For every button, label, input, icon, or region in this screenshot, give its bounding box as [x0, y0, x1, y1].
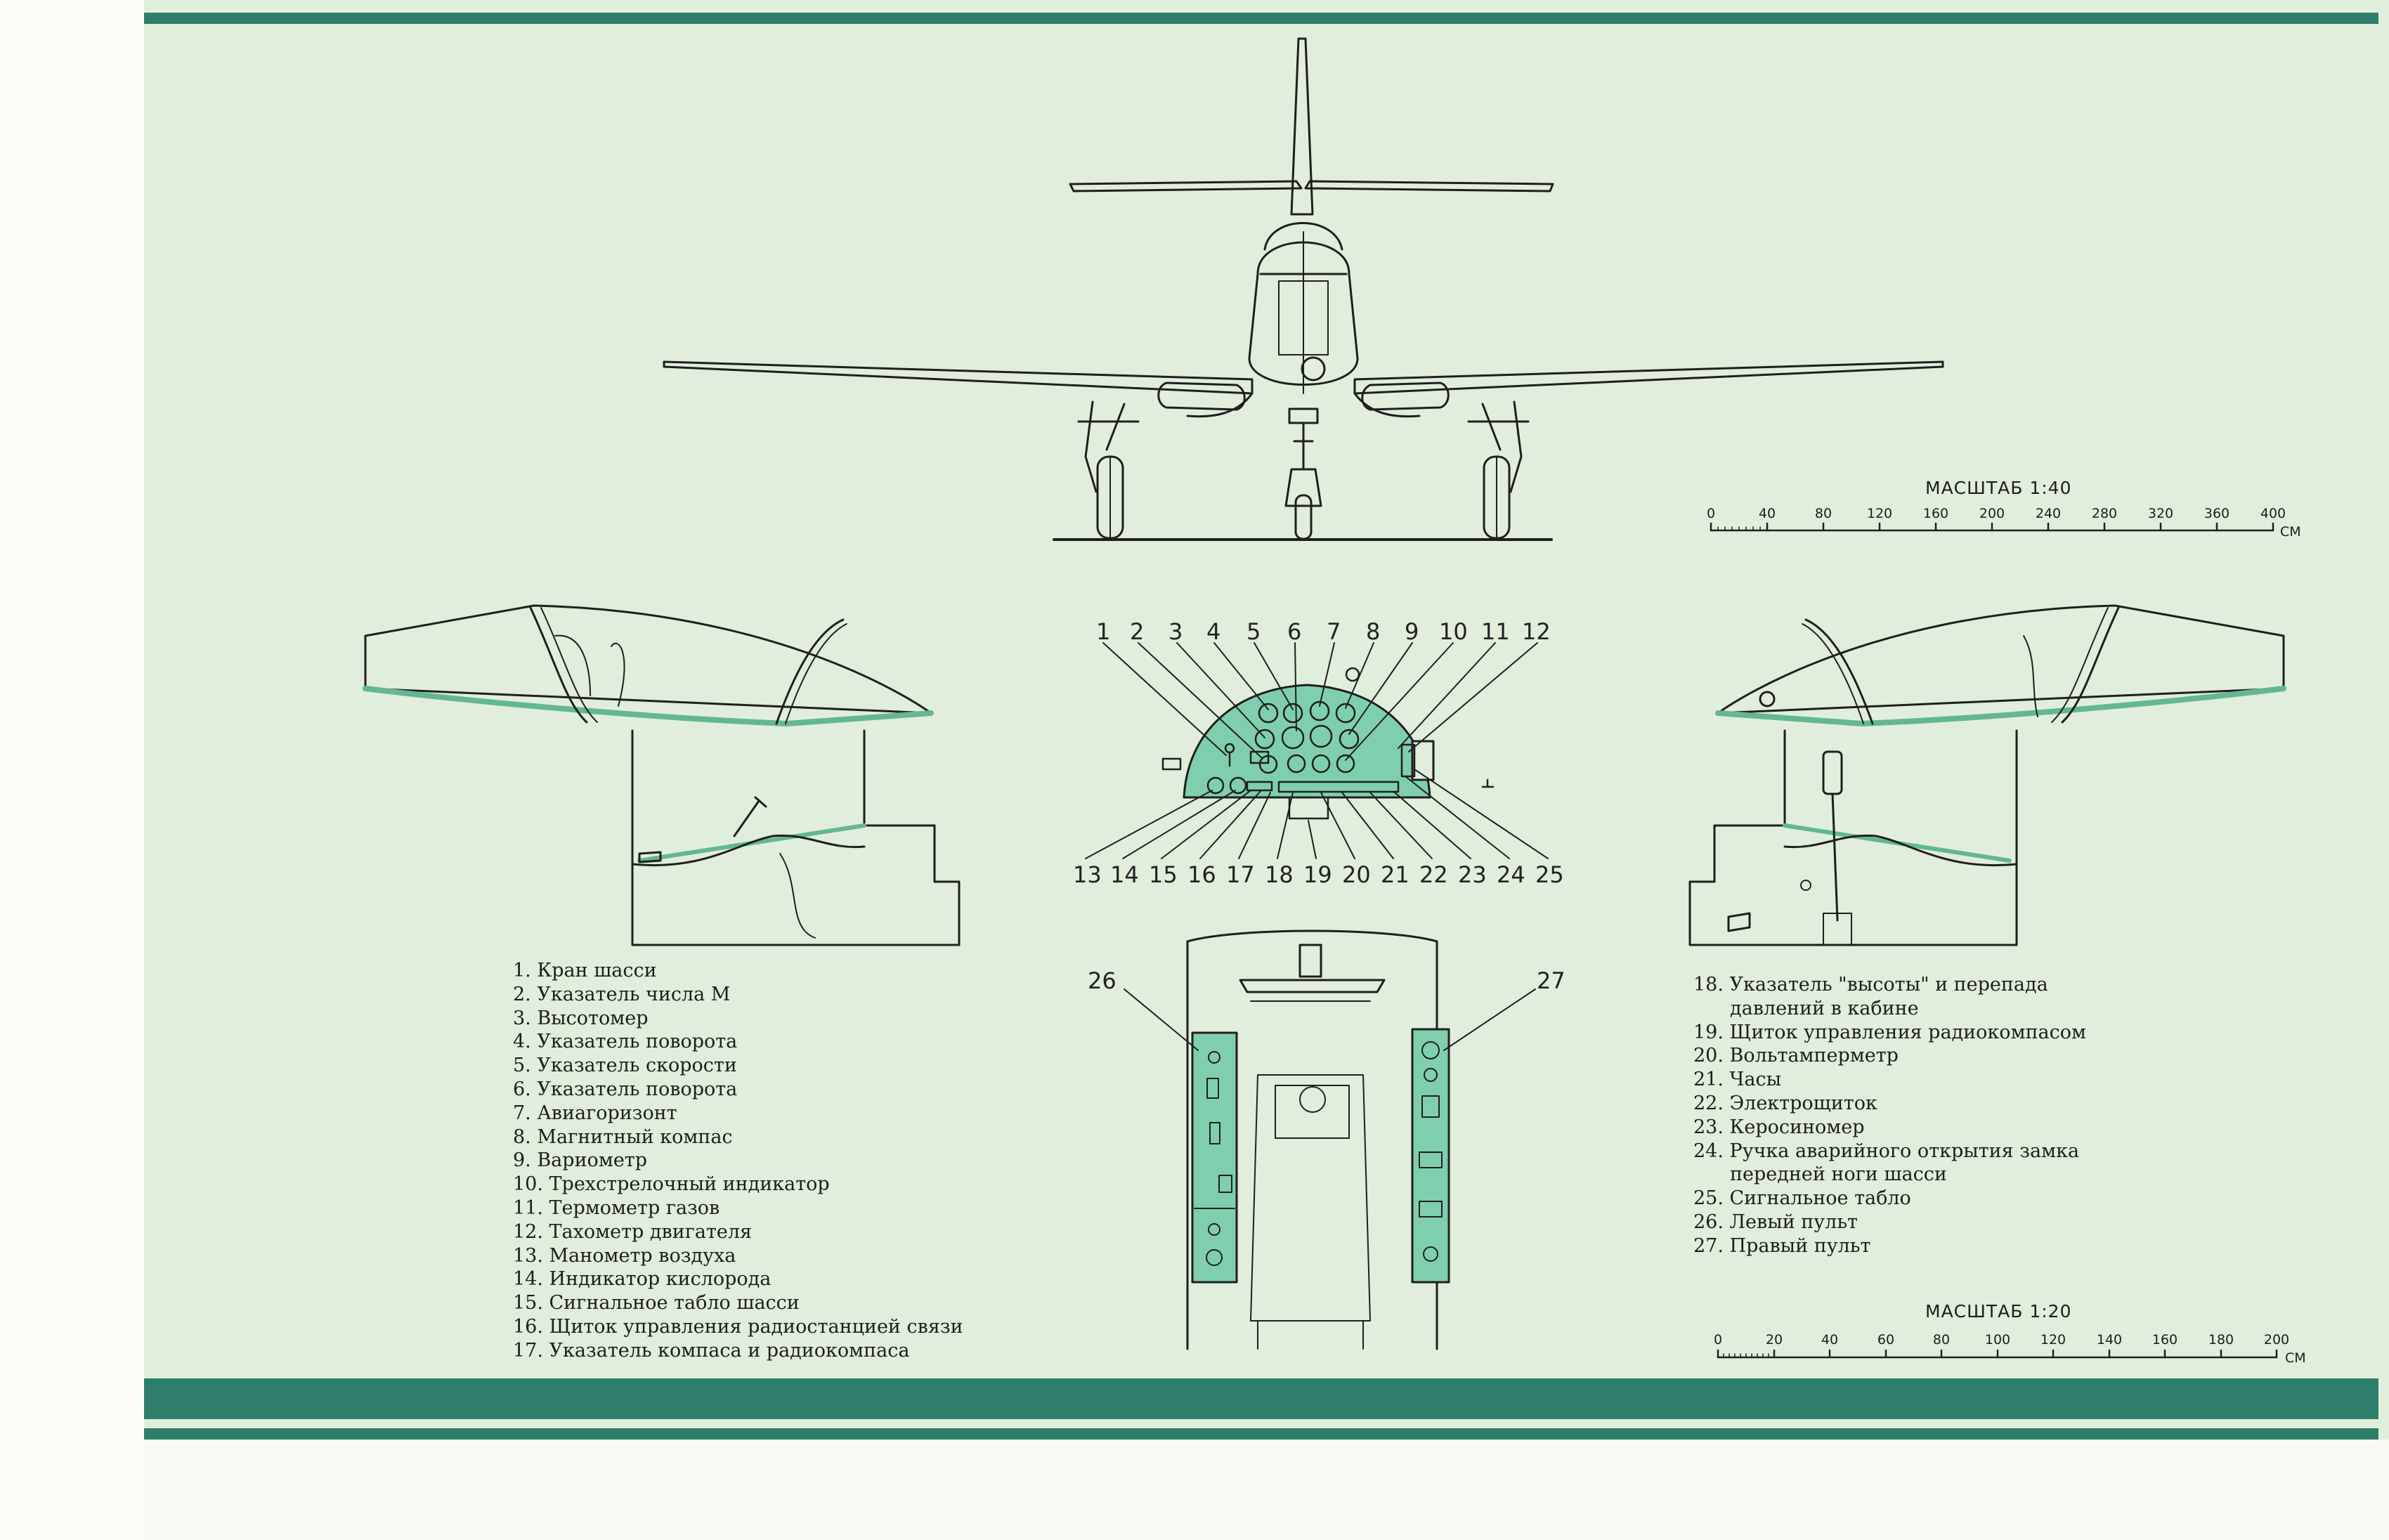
- legend-item: 20. Вольтамперметр: [1693, 1045, 1899, 1067]
- bottom-border-band: [144, 1378, 2378, 1419]
- legend-item: 10. Трехстрелочный индикатор: [513, 1173, 830, 1196]
- scale-unit-1-20: СМ: [2285, 1350, 2306, 1366]
- scale-tick-label: 180: [2208, 1332, 2234, 1348]
- callouts-top: 1 2 3 4 5 6 7 8 9 10 11 12: [1096, 618, 1551, 645]
- callout-10: 10: [1439, 618, 1468, 645]
- scale-title-1-20: МАСШТАБ 1:20: [1925, 1301, 2072, 1322]
- legend-item: 18. Указатель "высоты" и перепада: [1693, 974, 2048, 996]
- callout-7: 7: [1327, 618, 1341, 645]
- callout-22: 22: [1419, 861, 1448, 888]
- legend-item: 21. Часы: [1693, 1069, 1782, 1091]
- legend-item: 6. Указатель поворота: [513, 1078, 738, 1100]
- scale-tick-label: 40: [1758, 506, 1776, 521]
- callout-4: 4: [1206, 618, 1220, 645]
- callout-16: 16: [1187, 861, 1216, 888]
- legend-item: передней ноги шасси: [1730, 1163, 1947, 1186]
- callout-14: 14: [1110, 861, 1139, 888]
- scale-tick-label: 320: [2147, 506, 2174, 521]
- scale-tick-label: 60: [1877, 1332, 1895, 1348]
- legend-item: давлений в кабине: [1730, 997, 1919, 1019]
- scale-tick-label: 100: [1984, 1332, 2011, 1348]
- legend-item: 3. Высотомер: [513, 1007, 649, 1029]
- scale-tick-label: 200: [1979, 506, 2005, 521]
- legend-item: 16. Щиток управления радиостанцией связи: [513, 1315, 963, 1338]
- legend-item: 19. Щиток управления радиокомпасом: [1693, 1021, 2087, 1043]
- legend-item: 9. Вариометр: [513, 1149, 648, 1172]
- callout-21: 21: [1381, 861, 1410, 888]
- legend-item: 13. Манометр воздуха: [513, 1244, 736, 1267]
- scale-tick-label: 400: [2260, 506, 2286, 521]
- legend-item: 26. Левый пульт: [1693, 1211, 1858, 1233]
- top-border-band: [144, 13, 2378, 24]
- scale-tick-label: 80: [1932, 1332, 1951, 1348]
- callout-13: 13: [1073, 861, 1102, 888]
- callout-8: 8: [1366, 618, 1380, 645]
- callout-15: 15: [1149, 861, 1178, 888]
- legend-item: 1. Кран шасси: [513, 960, 657, 981]
- legend-left: 1. Кран шасси 2. Указатель числа М 3. Вы…: [513, 959, 963, 1363]
- callout-18: 18: [1265, 861, 1294, 888]
- legend-right: 18. Указатель "высоты" и перепада давлен…: [1693, 973, 2086, 1258]
- scale-tick-label: 280: [2091, 506, 2118, 521]
- callout-24: 24: [1497, 861, 1525, 888]
- callout-12: 12: [1522, 618, 1551, 645]
- legend-item: 11. Термометр газов: [513, 1196, 720, 1219]
- legend-item: 12. Тахометр двигателя: [513, 1220, 753, 1243]
- scale-tick-label: 120: [1866, 506, 1893, 521]
- legend-item: 23. Керосиномер: [1693, 1116, 1865, 1138]
- aircraft-front-view: [663, 37, 1944, 541]
- callout-25: 25: [1535, 861, 1564, 888]
- legend-item: 24. Ручка аварийного открытия замка: [1693, 1140, 2080, 1162]
- scale-tick-label: 0: [1713, 1332, 1723, 1348]
- callout-11: 11: [1481, 618, 1510, 645]
- callout-1: 1: [1096, 618, 1110, 645]
- scale-bar-1-40: [1710, 522, 2274, 532]
- legend-item: 15. Сигнальное табло шасси: [513, 1292, 800, 1314]
- cockpit-side-view-left: [363, 604, 961, 946]
- bottom-border-thin-band: [144, 1428, 2378, 1440]
- callout-3: 3: [1169, 618, 1183, 645]
- scale-tick-label: 20: [1765, 1332, 1783, 1348]
- legend-item: 27. Правый пульт: [1693, 1234, 1871, 1257]
- instrument-panel: [1085, 642, 1549, 859]
- callout-2: 2: [1130, 618, 1144, 645]
- legend-item: 14. Индикатор кислорода: [513, 1268, 772, 1291]
- sheet-footer-area: [144, 1440, 2389, 1540]
- scale-tick-label: 240: [2035, 506, 2062, 521]
- scale-tick-label: 120: [2040, 1332, 2066, 1348]
- callout-19: 19: [1303, 861, 1332, 888]
- legend-item: 5. Указатель скорости: [513, 1055, 737, 1077]
- scale-tick-label: 0: [1706, 506, 1716, 521]
- page-margin: [0, 0, 144, 1540]
- scale-unit-1-40: СМ: [2280, 524, 2301, 540]
- callout-26: 26: [1088, 967, 1117, 994]
- callout-17: 17: [1226, 861, 1255, 888]
- scale-tick-label: 160: [1922, 506, 1949, 521]
- scale-bar-1-20: [1717, 1349, 2278, 1359]
- legend-item: 25. Сигнальное табло: [1693, 1187, 1911, 1210]
- legend-item: 7. Авиагоризонт: [513, 1102, 677, 1124]
- legend-item: 4. Указатель поворота: [513, 1031, 738, 1053]
- legend-item: 17. Указатель компаса и радиокомпаса: [513, 1339, 910, 1362]
- scale-tick-label: 360: [2204, 506, 2230, 521]
- callout-9: 9: [1405, 618, 1419, 645]
- scale-tick-label: 80: [1814, 506, 1833, 521]
- callout-20: 20: [1342, 861, 1371, 888]
- callout-5: 5: [1246, 618, 1261, 645]
- callout-23: 23: [1458, 861, 1487, 888]
- callout-27: 27: [1537, 967, 1565, 994]
- scale-tick-label: 200: [2263, 1332, 2290, 1348]
- scale-tick-label: 40: [1821, 1332, 1839, 1348]
- callout-6: 6: [1287, 618, 1301, 645]
- scale-tick-label: 160: [2152, 1332, 2178, 1348]
- cockpit-plan-view: [1124, 929, 1536, 1350]
- legend-item: 2. Указатель числа М: [513, 983, 731, 1005]
- legend-item: 8. Магнитный компас: [513, 1125, 733, 1148]
- scale-title-1-40: МАСШТАБ 1:40: [1925, 478, 2072, 498]
- scale-tick-label: 140: [2096, 1332, 2123, 1348]
- callouts-bottom: 13 14 15 16 17 18 19 20 21 22 23 24 25: [1073, 861, 1564, 888]
- cockpit-side-view-right: [1688, 604, 2286, 946]
- legend-item: 22. Электрощиток: [1693, 1092, 1877, 1114]
